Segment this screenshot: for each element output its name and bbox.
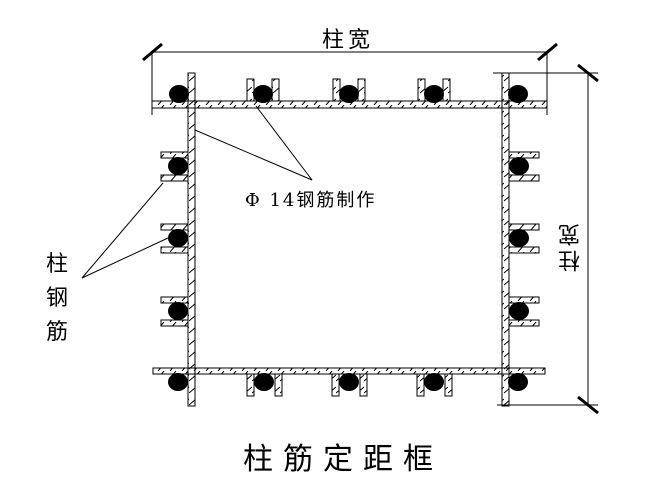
left-rebar-clip: [160, 319, 189, 327]
top-rebar-clip: [442, 78, 451, 102]
top-rebar-clip: [417, 78, 426, 102]
bar-callout-leaders: [194, 105, 313, 181]
top-rebar: [169, 85, 189, 103]
top-rebar: [339, 85, 359, 103]
right-rebar-clip: [508, 246, 540, 254]
top-rebar-clip: [271, 78, 280, 102]
bottom-rebar-clip: [274, 373, 283, 397]
right-rebar-clip: [508, 174, 540, 182]
right-side-rebar: [509, 157, 529, 175]
dimension-tick: [142, 42, 163, 62]
left-rebar-clip: [160, 246, 189, 254]
bottom-rebar-clip: [444, 373, 453, 397]
right-rebar-clip: [508, 296, 540, 304]
right-dimension-label: 柱宽: [559, 220, 584, 272]
left-rebar-clip: [160, 223, 189, 231]
top-rebar-clip: [332, 78, 341, 102]
left-side-rebar: [168, 229, 188, 247]
top-rebar-clip: [246, 78, 255, 102]
rebar-callout-leaders: [81, 182, 169, 279]
bottom-rebar-clip: [246, 373, 255, 397]
top-rebar: [253, 85, 273, 103]
right-side-rebar: [509, 229, 529, 247]
rebar-callout: 柱钢筋: [46, 252, 69, 345]
top-dimension-label: 柱宽: [322, 28, 375, 53]
bottom-rebar: [339, 373, 359, 391]
left-rebar-clip: [160, 151, 189, 159]
bottom-rebar: [254, 373, 274, 391]
left-side-rebar: [168, 157, 188, 175]
right-side-rebar: [509, 302, 529, 320]
right-rebar-clip: [508, 151, 540, 159]
diagram-title: 柱筋定距框: [243, 442, 443, 477]
left-rebar-clip: [160, 174, 189, 182]
bar-spec-callout: Φ 14钢筋制作: [245, 190, 377, 211]
top-dimension-line: [142, 42, 558, 115]
left-rebar-clip: [160, 296, 189, 304]
bottom-rebar-clip: [331, 373, 340, 397]
dimension-tick: [537, 42, 558, 62]
top-rebar-clip: [357, 78, 366, 102]
bottom-rebar: [424, 373, 444, 391]
left-frame-bar: [187, 72, 196, 407]
right-frame-bar: [501, 72, 510, 407]
bottom-rebar: [168, 373, 188, 391]
dimension-tick: [577, 63, 599, 83]
right-dimension-line: [493, 63, 599, 415]
top-rebar: [424, 85, 444, 103]
left-side-rebar: [168, 302, 188, 320]
top-rebar: [508, 85, 528, 103]
bottom-rebar: [508, 373, 528, 391]
bottom-rebar-clip: [359, 373, 368, 397]
bottom-rebar-clip: [416, 373, 425, 397]
dimension-tick: [577, 395, 599, 415]
right-rebar-clip: [508, 319, 540, 327]
right-rebar-clip: [508, 223, 540, 231]
